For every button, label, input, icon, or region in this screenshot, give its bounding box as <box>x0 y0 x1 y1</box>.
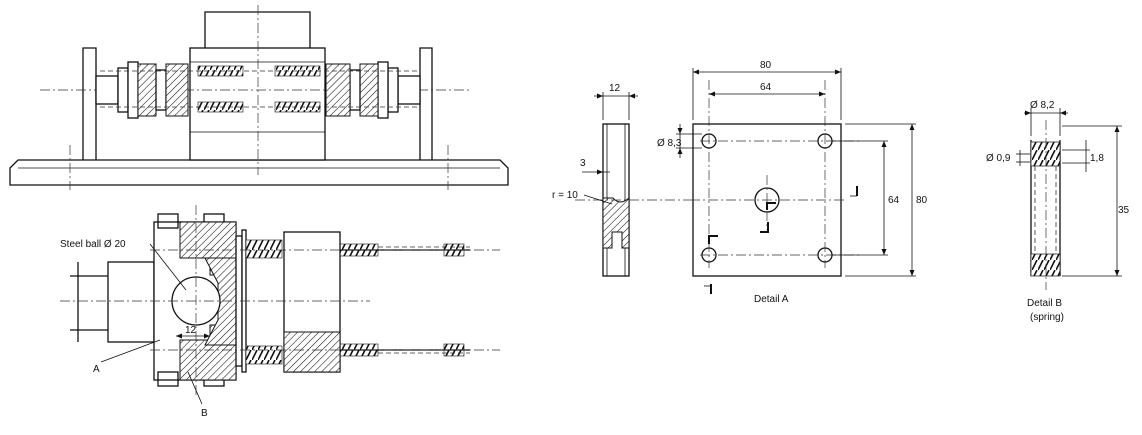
spring-coil-top <box>1030 141 1061 167</box>
dim-wire-dia: Ø 0,9 <box>986 153 1011 164</box>
detail-a-title: Detail A <box>754 294 789 305</box>
left-bracket <box>82 47 97 160</box>
dim-hole-spacing-y: 64 <box>888 195 900 206</box>
section-view: Steel ball Ø 20 A B 12 <box>60 205 500 419</box>
callout-a: A <box>93 364 100 375</box>
base-plate <box>9 159 509 186</box>
callout-b: B <box>201 408 208 419</box>
right-bracket <box>419 47 433 160</box>
dim-3: 3 <box>580 158 586 169</box>
dim-height: 80 <box>916 195 928 206</box>
detail-b-subtitle: (spring) <box>1030 312 1064 323</box>
steel-ball-label: Steel ball Ø 20 <box>60 239 126 250</box>
dim-outer-dia: Ø 8,2 <box>1030 100 1055 111</box>
dim-hole-dia: Ø 8,3 <box>657 138 682 149</box>
top-view <box>9 5 509 190</box>
dim-thickness: 12 <box>609 83 621 94</box>
spring-coil-bottom <box>1030 253 1061 277</box>
detail-b-title: Detail B <box>1027 298 1062 309</box>
dim-length: 35 <box>1118 205 1130 216</box>
detail-b: Ø 8,2 Ø 0,9 1,8 35 Detail B (spring) <box>986 100 1130 323</box>
dim-pitch: 1,8 <box>1090 153 1104 164</box>
dim-width: 80 <box>760 60 772 71</box>
dim-radius: r = 10 <box>552 190 578 201</box>
dim-12-main: 12 <box>185 325 197 336</box>
dim-hole-spacing-x: 64 <box>760 82 772 93</box>
detail-a: 12 3 r = 10 80 <box>552 60 928 305</box>
center-housing-top <box>204 11 311 48</box>
